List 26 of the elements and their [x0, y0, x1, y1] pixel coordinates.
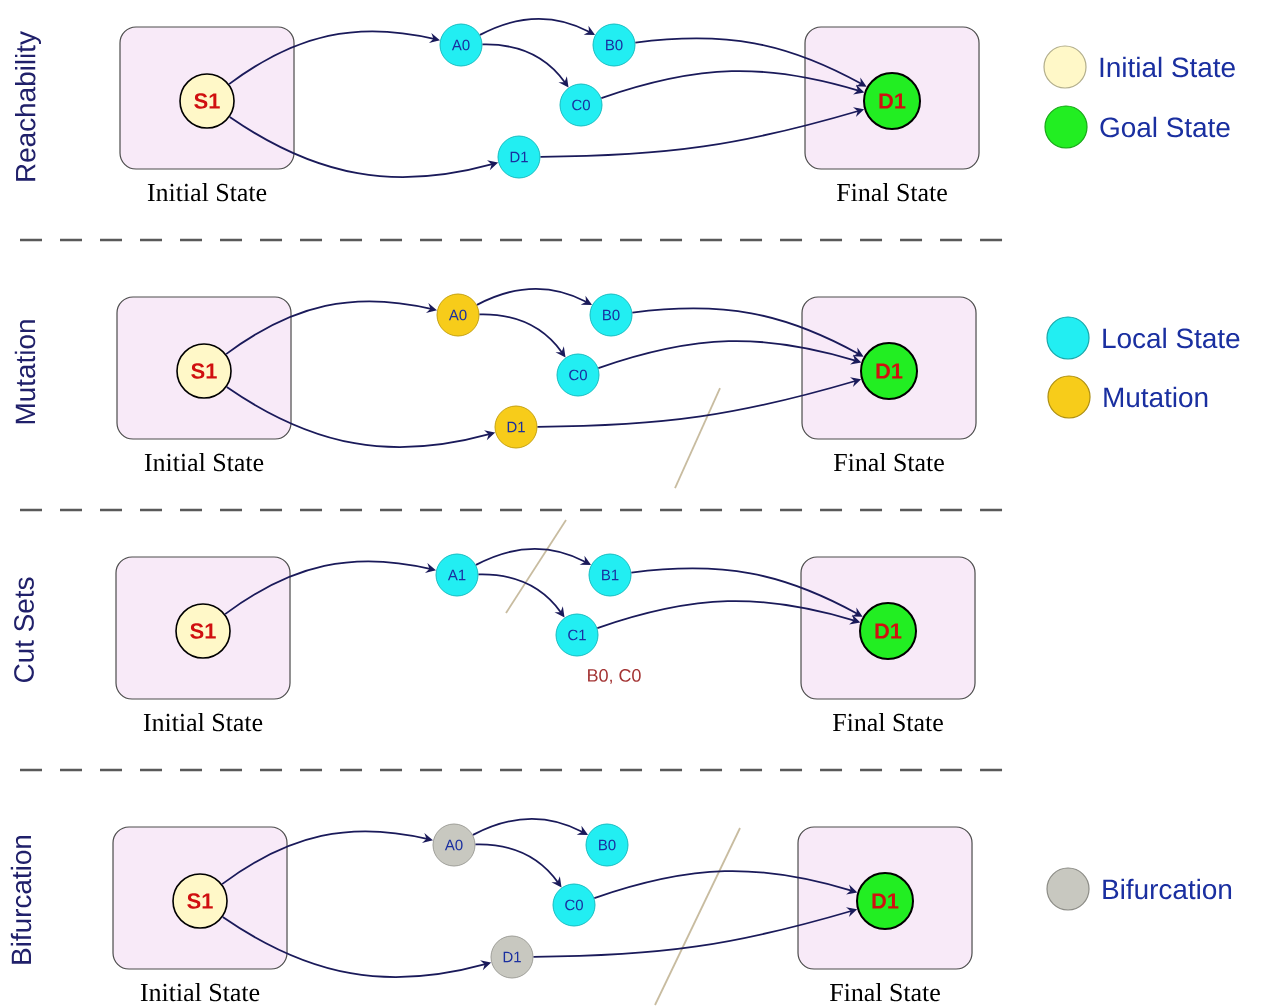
state-caption: Initial State	[140, 983, 260, 1002]
row-label: Bifurcation	[10, 835, 32, 964]
arrow	[472, 817, 588, 836]
state-caption: Final State	[837, 183, 947, 202]
arrow	[224, 560, 436, 615]
legend-label: Initial State	[1100, 56, 1235, 78]
arrow	[475, 547, 591, 566]
row-label: Mutation	[14, 320, 36, 424]
row-label: Cut Sets	[14, 577, 34, 683]
legend-label: Mutation	[1104, 386, 1208, 408]
state-caption: Initial State	[147, 183, 267, 202]
state-caption: Final State	[830, 983, 940, 1002]
row-label: Reachability	[15, 31, 41, 181]
arrow	[476, 287, 592, 306]
arrow	[221, 830, 433, 885]
legend-label: Bifurcation	[1103, 878, 1232, 900]
state-caption: Final State	[834, 453, 944, 472]
state-caption: Initial State	[144, 453, 264, 472]
cut-set-note: B0, C0	[588, 669, 641, 684]
arrow	[479, 17, 595, 36]
state-caption: Initial State	[143, 713, 263, 732]
legend-label: Local State	[1103, 327, 1240, 349]
arrow	[228, 30, 440, 85]
arrow	[225, 300, 437, 355]
legend-label: Goal State	[1100, 116, 1230, 138]
state-caption: Final State	[833, 713, 943, 732]
